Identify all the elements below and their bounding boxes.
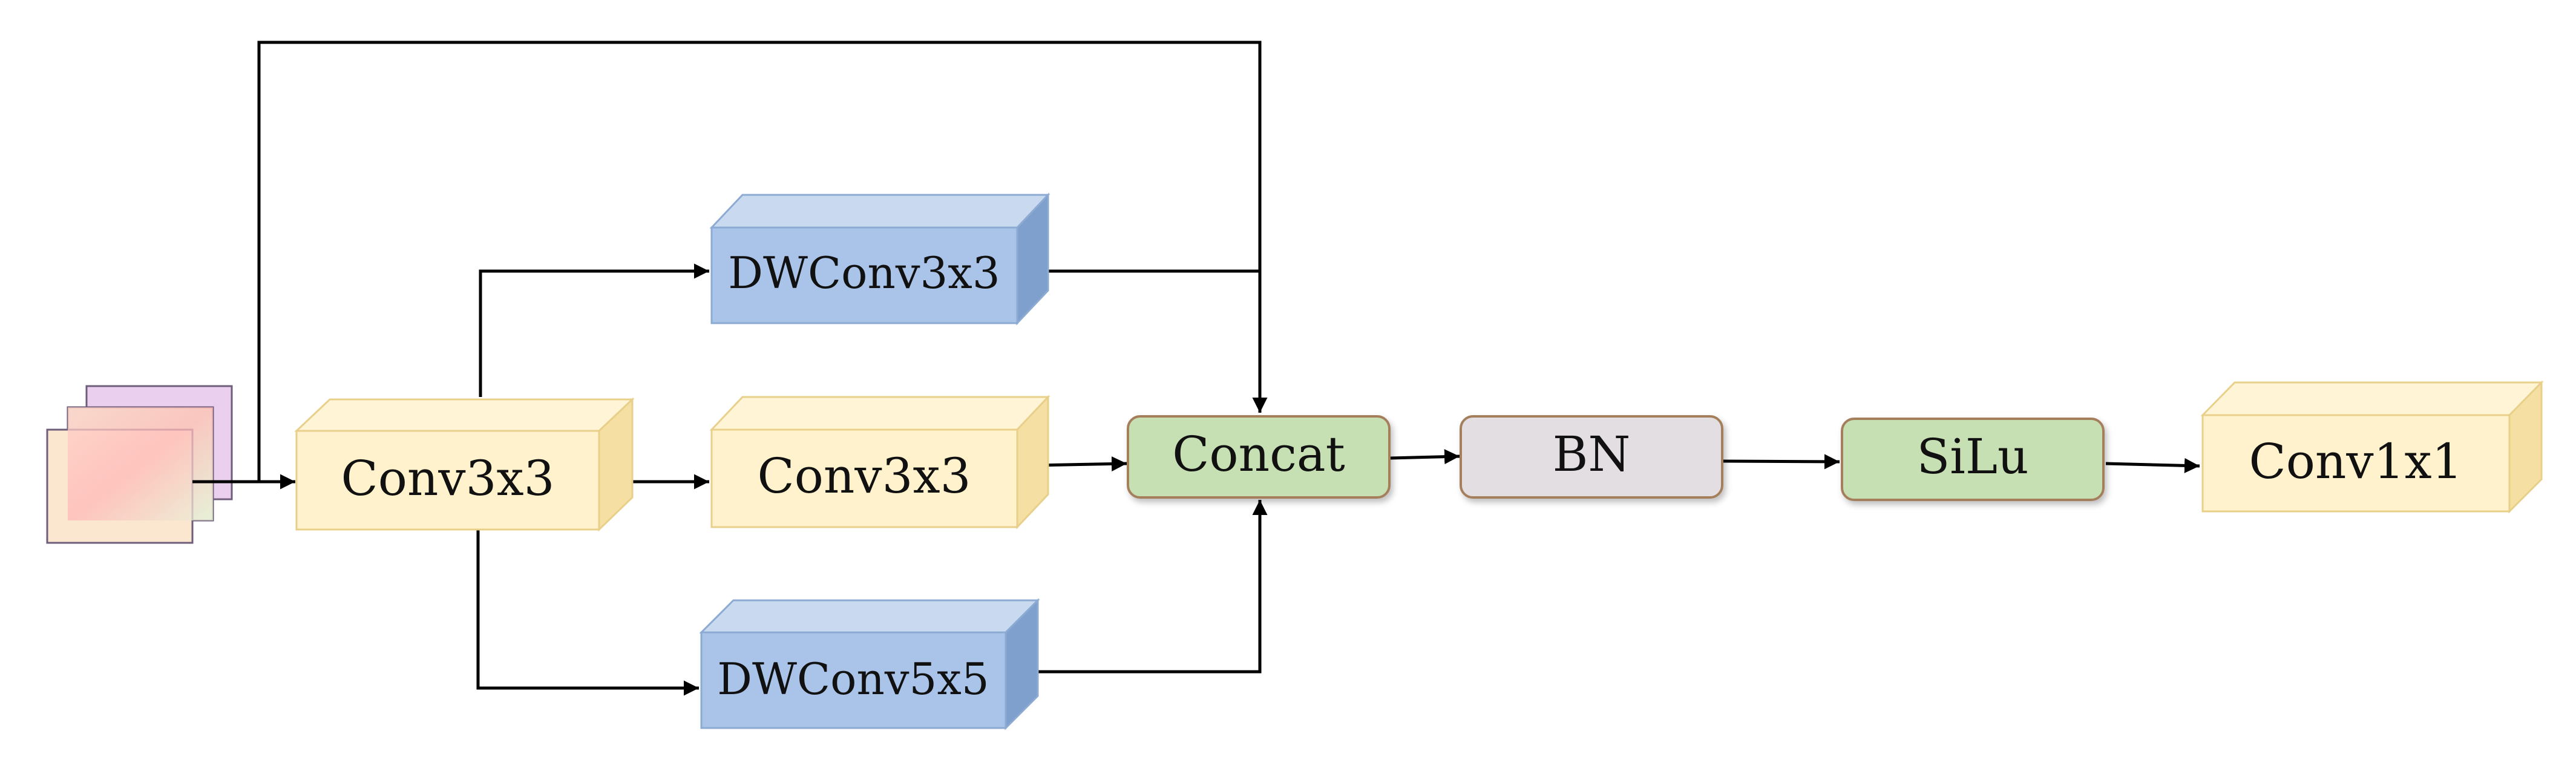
arrow-concat-to-bn bbox=[1389, 449, 1460, 465]
conv3x3-branch-block: Conv3x3 bbox=[709, 395, 1050, 530]
arrow-conv3x3-to-dwconv5x5 bbox=[476, 530, 699, 696]
feature-map-stack-icon bbox=[46, 385, 233, 544]
skip-connection-line bbox=[257, 41, 1268, 482]
silu-label: SiLu bbox=[1916, 428, 2028, 485]
arrow-conv3x3-to-concat bbox=[1033, 456, 1127, 471]
conv1x1-block: Conv1x1 bbox=[2200, 380, 2544, 514]
arrow-dwconv5x5-to-concat bbox=[1023, 500, 1268, 674]
conv3x3-label: Conv3x3 bbox=[341, 450, 554, 507]
dwconv5x5-block: DWConv5x5 bbox=[699, 598, 1040, 730]
conv3x3-branch-label: Conv3x3 bbox=[757, 448, 971, 504]
dwconv3x3-block: DWConv3x3 bbox=[709, 192, 1050, 326]
silu-node: SiLu bbox=[1841, 418, 2105, 501]
concat-node: Concat bbox=[1127, 415, 1391, 499]
concat-label: Concat bbox=[1172, 426, 1345, 482]
conv3x3-block: Conv3x3 bbox=[294, 397, 635, 532]
conv1x1-label: Conv1x1 bbox=[2249, 433, 2462, 490]
arrow-silu-to-conv1x1 bbox=[2105, 458, 2200, 473]
bn-node: BN bbox=[1460, 415, 1723, 499]
arrow-bn-to-silu bbox=[1723, 454, 1840, 470]
arrow-conv3x3-to-dwconv3x3 bbox=[479, 263, 709, 397]
connectors bbox=[192, 41, 2200, 696]
dwconv5x5-label: DWConv5x5 bbox=[717, 654, 989, 704]
dwconv3x3-label: DWConv3x3 bbox=[728, 248, 1000, 298]
bn-label: BN bbox=[1553, 426, 1631, 482]
